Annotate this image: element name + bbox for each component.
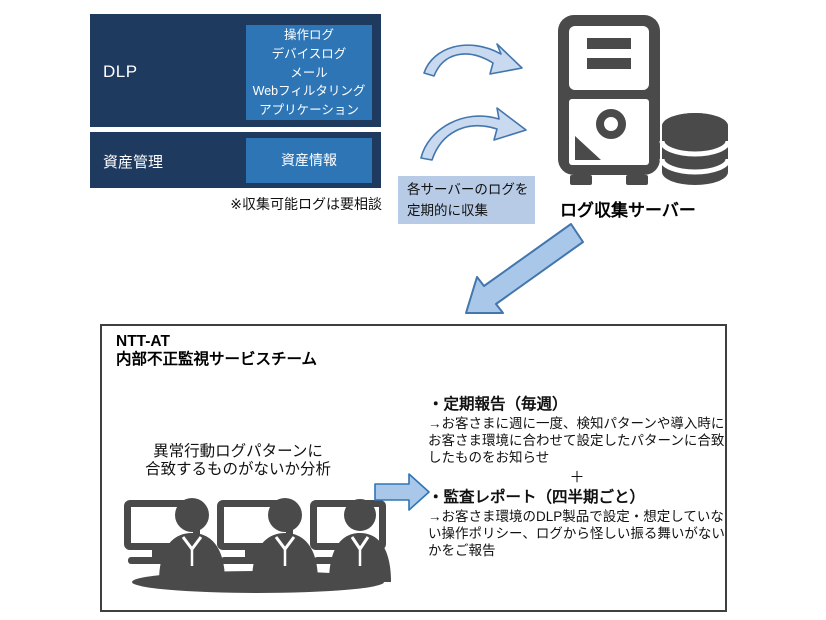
- weekly-report-body: →お客さまに週に一度、検知パターンや導入時にお客さま環境に合わせて設定したパター…: [428, 416, 725, 466]
- dlp-label: DLP: [103, 62, 138, 81]
- database-icon: [659, 113, 731, 185]
- log-type-webfilter: Webフィルタリング: [252, 84, 366, 99]
- analysis-caption: 異常行動ログパターンに 合致するものがないか分析: [130, 443, 346, 478]
- monitoring-team-box: NTT-AT 内部不正監視サービスチーム 異常行動ログパターンに 合致するものが…: [100, 324, 727, 612]
- team-title-line2: 内部不正監視サービスチーム: [116, 350, 318, 368]
- log-type-device: デバイスログ: [271, 46, 347, 61]
- weekly-report-title: ・定期報告（毎週）: [428, 396, 568, 413]
- log-server-label: ログ収集サーバー: [560, 201, 696, 220]
- team-title: NTT-AT 内部不正監視サービスチーム: [116, 333, 317, 368]
- reports-column: ・定期報告（毎週） →お客さまに週に一度、検知パターンや導入時にお客さま環境に合…: [428, 395, 726, 559]
- team-title-line1: NTT-AT: [116, 333, 170, 350]
- collection-annotation-box: 各サーバーのログを 定期的に収集: [398, 176, 535, 224]
- analysis-caption-line1: 異常行動ログパターンに: [153, 443, 323, 460]
- analysis-caption-line2: 合致するものがないか分析: [144, 460, 331, 478]
- dlp-log-types-box: 操作ログ デバイスログ メール Webフィルタリング アプリケーション: [246, 25, 372, 120]
- analysts-team-icon: [124, 498, 391, 593]
- log-server-icon: [558, 15, 731, 185]
- dlp-source-box: DLP 操作ログ デバイスログ メール Webフィルタリング アプリケーション: [90, 14, 381, 127]
- log-type-operation: 操作ログ: [283, 28, 334, 42]
- down-left-big-arrow-icon: [465, 223, 584, 314]
- analyst-icon: [329, 499, 391, 582]
- collectable-logs-note: ※収集可能ログは要相談: [230, 196, 382, 212]
- asset-management-box: 資産管理 資産情報: [90, 132, 381, 188]
- right-arrow-icon: [374, 473, 430, 511]
- asset-info-box: 資産情報: [246, 138, 372, 183]
- analyst-icon: [159, 498, 225, 582]
- log-type-application: アプリケーション: [259, 103, 359, 118]
- audit-report-title: ・監査レポート（四半期ごと）: [428, 488, 646, 506]
- log-type-mail: メール: [290, 65, 328, 80]
- asset-management-label: 資産管理: [103, 154, 164, 171]
- curved-arrow-bottom-icon: [420, 107, 527, 161]
- curved-arrow-top-icon: [423, 43, 523, 77]
- analyst-icon: [252, 498, 318, 582]
- collection-annotation-line2: 定期的に収集: [407, 203, 488, 218]
- plus-sign: ＋: [569, 468, 585, 486]
- collection-annotation-line1: 各サーバーのログを: [407, 182, 529, 197]
- audit-report-body: →お客さま環境のDLP製品で設定・想定していない操作ポリシー、ログから怪しい振る…: [428, 508, 725, 559]
